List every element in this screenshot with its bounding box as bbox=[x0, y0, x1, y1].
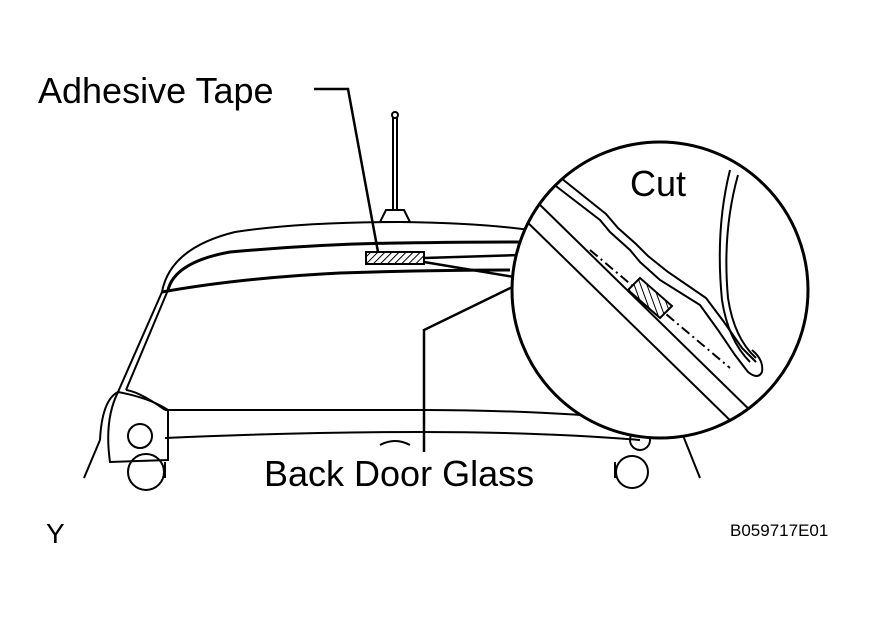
adhesive-tape-mark bbox=[365, 251, 425, 265]
antenna bbox=[378, 111, 412, 223]
adhesive-tape-label: Adhesive Tape bbox=[38, 70, 274, 111]
cut-label: Cut bbox=[630, 163, 687, 204]
figure-code: B059717E01 bbox=[730, 521, 829, 540]
back-door-lower bbox=[164, 409, 641, 446]
zoom-adhesive-tape bbox=[626, 276, 674, 320]
left-pillar bbox=[99, 289, 169, 441]
zoom-detail-circle bbox=[510, 140, 810, 440]
corner-mark: Y bbox=[46, 518, 65, 549]
back-door-glass-label: Back Door Glass bbox=[264, 453, 535, 494]
left-tail-lamp bbox=[83, 390, 169, 491]
roof-outline bbox=[161, 220, 531, 294]
